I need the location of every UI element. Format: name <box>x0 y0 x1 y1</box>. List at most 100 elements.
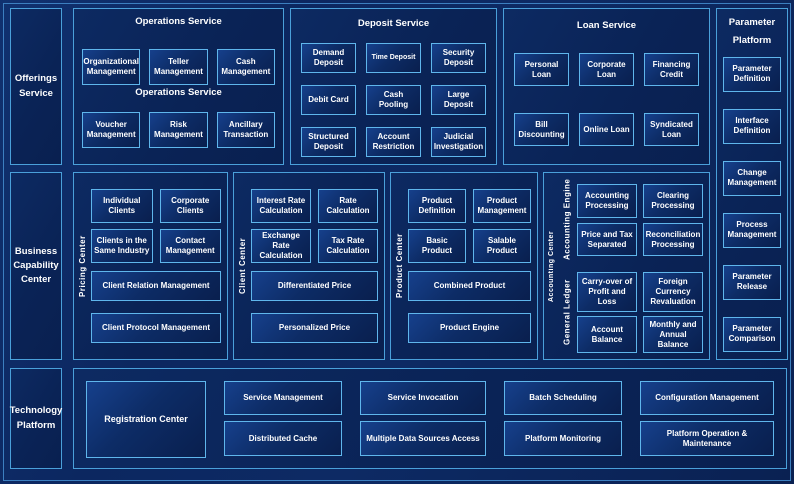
tech-column-4: Configuration Management Platform Operat… <box>640 381 774 456</box>
operations-service-group: Operations Service Organizational Manage… <box>73 8 284 165</box>
cell-account-restriction: Account Restriction <box>366 127 421 158</box>
cell-interface-definition: Interface Definition <box>723 108 781 144</box>
cell-financing-credit: Financing Credit <box>644 53 699 87</box>
product-row-1: Product Definition Product Management <box>408 189 531 223</box>
cell-debit-card: Debit Card <box>301 85 356 116</box>
cell-salable-product: Salable Product <box>473 229 531 263</box>
pricing-center-group: Pricing Center Individual Clients Corpor… <box>73 172 228 360</box>
cell-platform-operation-maintenance: Platform Operation & Maintenance <box>640 421 774 456</box>
cell-contact-management: Contact Management <box>159 229 221 263</box>
cell-cash-pooling: Cash Pooling <box>366 85 421 116</box>
cell-combined-product: Combined Product <box>408 271 531 301</box>
technology-platform-group: Registration Center Service Management D… <box>73 368 787 469</box>
cell-product-management: Product Management <box>473 189 531 223</box>
accounting-content: Accounting Processing Clearing Processin… <box>575 173 709 359</box>
general-ledger-row-2: Account Balance Monthly and Annual Balan… <box>577 316 703 353</box>
cell-risk-management: Risk Management <box>149 111 208 148</box>
cell-bill-discounting: Bill Discounting <box>514 113 569 147</box>
product-center-group: Product Center Product Definition Produc… <box>390 172 538 360</box>
cell-parameter-release: Parameter Release <box>723 264 781 300</box>
parameter-platform-group: Parameter Platform Parameter Definition … <box>716 8 788 360</box>
cell-process-management: Process Management <box>723 212 781 248</box>
cell-exchange-rate-calculation: Exchange Rate Calculation <box>251 229 311 263</box>
cell-change-management: Change Management <box>723 160 781 196</box>
cell-interest-rate-calculation: Interest Rate Calculation <box>251 189 311 223</box>
cell-cash-management: Cash Management <box>216 49 275 86</box>
offerings-service-band-label: Offerings Service <box>10 8 62 165</box>
pricing-row-2: Clients in the Same Industry Contact Man… <box>91 229 221 263</box>
accounting-engine-row-2: Price and Tax Separated Reconciliation P… <box>577 223 703 256</box>
cell-parameter-definition: Parameter Definition <box>723 56 781 92</box>
cell-syndicated-loan: Syndicated Loan <box>644 113 699 147</box>
cell-price-and-tax-separated: Price and Tax Separated <box>577 223 637 256</box>
cell-platform-monitoring: Platform Monitoring <box>504 421 622 456</box>
cell-service-invocation: Service Invocation <box>360 381 486 415</box>
deposit-row-1: Demand Deposit Time Deposit Security Dep… <box>301 43 486 74</box>
cell-configuration-management: Configuration Management <box>640 381 774 415</box>
cell-organizational-management: Organizational Management <box>82 49 141 86</box>
tech-column-3: Batch Scheduling Platform Monitoring <box>504 381 622 456</box>
accounting-center-vertical-label: Accounting Center <box>548 230 555 302</box>
accounting-engine-row-1: Accounting Processing Clearing Processin… <box>577 184 703 218</box>
operations-service-title: Operations Service <box>135 16 222 27</box>
cell-clearing-processing: Clearing Processing <box>643 184 703 218</box>
accounting-sublabels: Accounting Engine General Ledger <box>559 173 575 359</box>
cell-carry-over-of-profit-and-loss: Carry-over of Profit and Loss <box>577 272 637 312</box>
cell-structured-deposit: Structured Deposit <box>301 127 356 158</box>
pricing-row-1: Individual Clients Corporate Clients <box>91 189 221 223</box>
cell-accounting-processing: Accounting Processing <box>577 184 637 218</box>
cell-basic-product: Basic Product <box>408 229 466 263</box>
product-row-2: Basic Product Salable Product <box>408 229 531 263</box>
cell-reconciliation-processing: Reconciliation Processing <box>643 223 703 256</box>
cell-account-balance: Account Balance <box>577 316 637 353</box>
cell-foreign-currency-revaluation: Foreign Currency Revaluation <box>643 272 703 312</box>
cell-personal-loan: Personal Loan <box>514 53 569 87</box>
cell-corporate-clients: Corporate Clients <box>159 189 221 223</box>
cell-differentiated-price: Differentiated Price <box>251 271 378 301</box>
loan-service-group: Loan Service Personal Loan Corporate Loa… <box>503 8 710 165</box>
accounting-engine-vertical-label: Accounting Engine <box>562 178 572 261</box>
deposit-service-group: Deposit Service Demand Deposit Time Depo… <box>290 8 497 165</box>
cell-service-management: Service Management <box>224 381 342 415</box>
cell-judicial-investigation: Judicial Investigation <box>431 127 486 158</box>
cell-individual-clients: Individual Clients <box>91 189 153 223</box>
cell-parameter-comparison: Parameter Comparison <box>723 316 781 352</box>
deposit-row-2: Debit Card Cash Pooling Large Deposit <box>301 85 486 116</box>
cell-registration-center: Registration Center <box>86 381 206 458</box>
client-row-2: Exchange Rate Calculation Tax Rate Calcu… <box>251 229 378 263</box>
general-ledger-vertical-label: General Ledger <box>562 279 572 346</box>
cell-corporate-loan: Corporate Loan <box>579 53 634 87</box>
tech-column-1: Service Management Distributed Cache <box>224 381 342 456</box>
pricing-center-content: Individual Clients Corporate Clients Cli… <box>91 173 227 359</box>
deposit-row-3: Structured Deposit Account Restriction J… <box>301 127 486 158</box>
client-row-1: Interest Rate Calculation Rate Calculati… <box>251 189 378 223</box>
product-center-vertical-label: Product Center <box>395 233 404 299</box>
accounting-center-group: Accounting Center Accounting Engine Gene… <box>543 172 710 360</box>
cell-online-loan: Online Loan <box>579 113 634 147</box>
loan-row-1: Personal Loan Corporate Loan Financing C… <box>514 53 699 87</box>
cell-client-relation-management: Client Relation Management <box>91 271 221 301</box>
operations-service-subtitle: Operations Service <box>135 87 222 99</box>
deposit-service-title: Deposit Service <box>357 18 430 29</box>
general-ledger-row-1: Carry-over of Profit and Loss Foreign Cu… <box>577 272 703 312</box>
parameter-platform-title-line2: Platform <box>732 35 772 47</box>
business-capability-center-band-label: Business Capability Center <box>10 172 62 360</box>
cell-monthly-and-annual-balance: Monthly and Annual Balance <box>643 316 703 353</box>
cell-rate-calculation: Rate Calculation <box>318 189 378 223</box>
product-center-content: Product Definition Product Management Ba… <box>408 173 537 359</box>
technology-platform-band-label: Technology Platform <box>10 368 62 469</box>
cell-voucher-management: Voucher Management <box>82 111 141 148</box>
parameter-platform-items: Parameter Definition Interface Definitio… <box>723 56 781 352</box>
cell-time-deposit: Time Deposit <box>366 43 421 74</box>
operations-row-1: Organizational Management Teller Managem… <box>82 49 275 86</box>
cell-tax-rate-calculation: Tax Rate Calculation <box>318 229 378 263</box>
client-center-group: Client Center Interest Rate Calculation … <box>233 172 385 360</box>
cell-clients-in-the-same-industry: Clients in the Same Industry <box>91 229 153 263</box>
pricing-center-vertical-label: Pricing Center <box>78 235 87 297</box>
operations-row-2: Voucher Management Risk Management Ancil… <box>82 111 275 148</box>
cell-batch-scheduling: Batch Scheduling <box>504 381 622 415</box>
cell-personalized-price: Personalized Price <box>251 313 378 343</box>
loan-row-2: Bill Discounting Online Loan Syndicated … <box>514 113 699 147</box>
cell-teller-management: Teller Management <box>149 49 208 86</box>
